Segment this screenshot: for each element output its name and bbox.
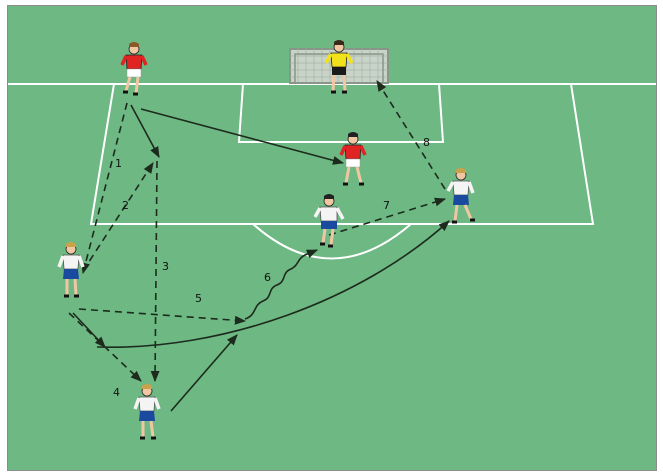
- step-label-4: 4: [113, 386, 120, 399]
- step-label-7: 7: [383, 199, 390, 212]
- step-label-2: 2: [122, 199, 129, 212]
- pitch-diagram: 1 2 3 4 5 6 7 8: [8, 6, 657, 471]
- step-label-6: 6: [264, 271, 271, 284]
- step-label-5: 5: [195, 292, 202, 305]
- step-label-1: 1: [115, 157, 122, 170]
- step-label-8: 8: [423, 136, 430, 149]
- step-label-3: 3: [162, 260, 169, 273]
- drill-diagram-frame: 1 2 3 4 5 6 7 8: [7, 5, 657, 471]
